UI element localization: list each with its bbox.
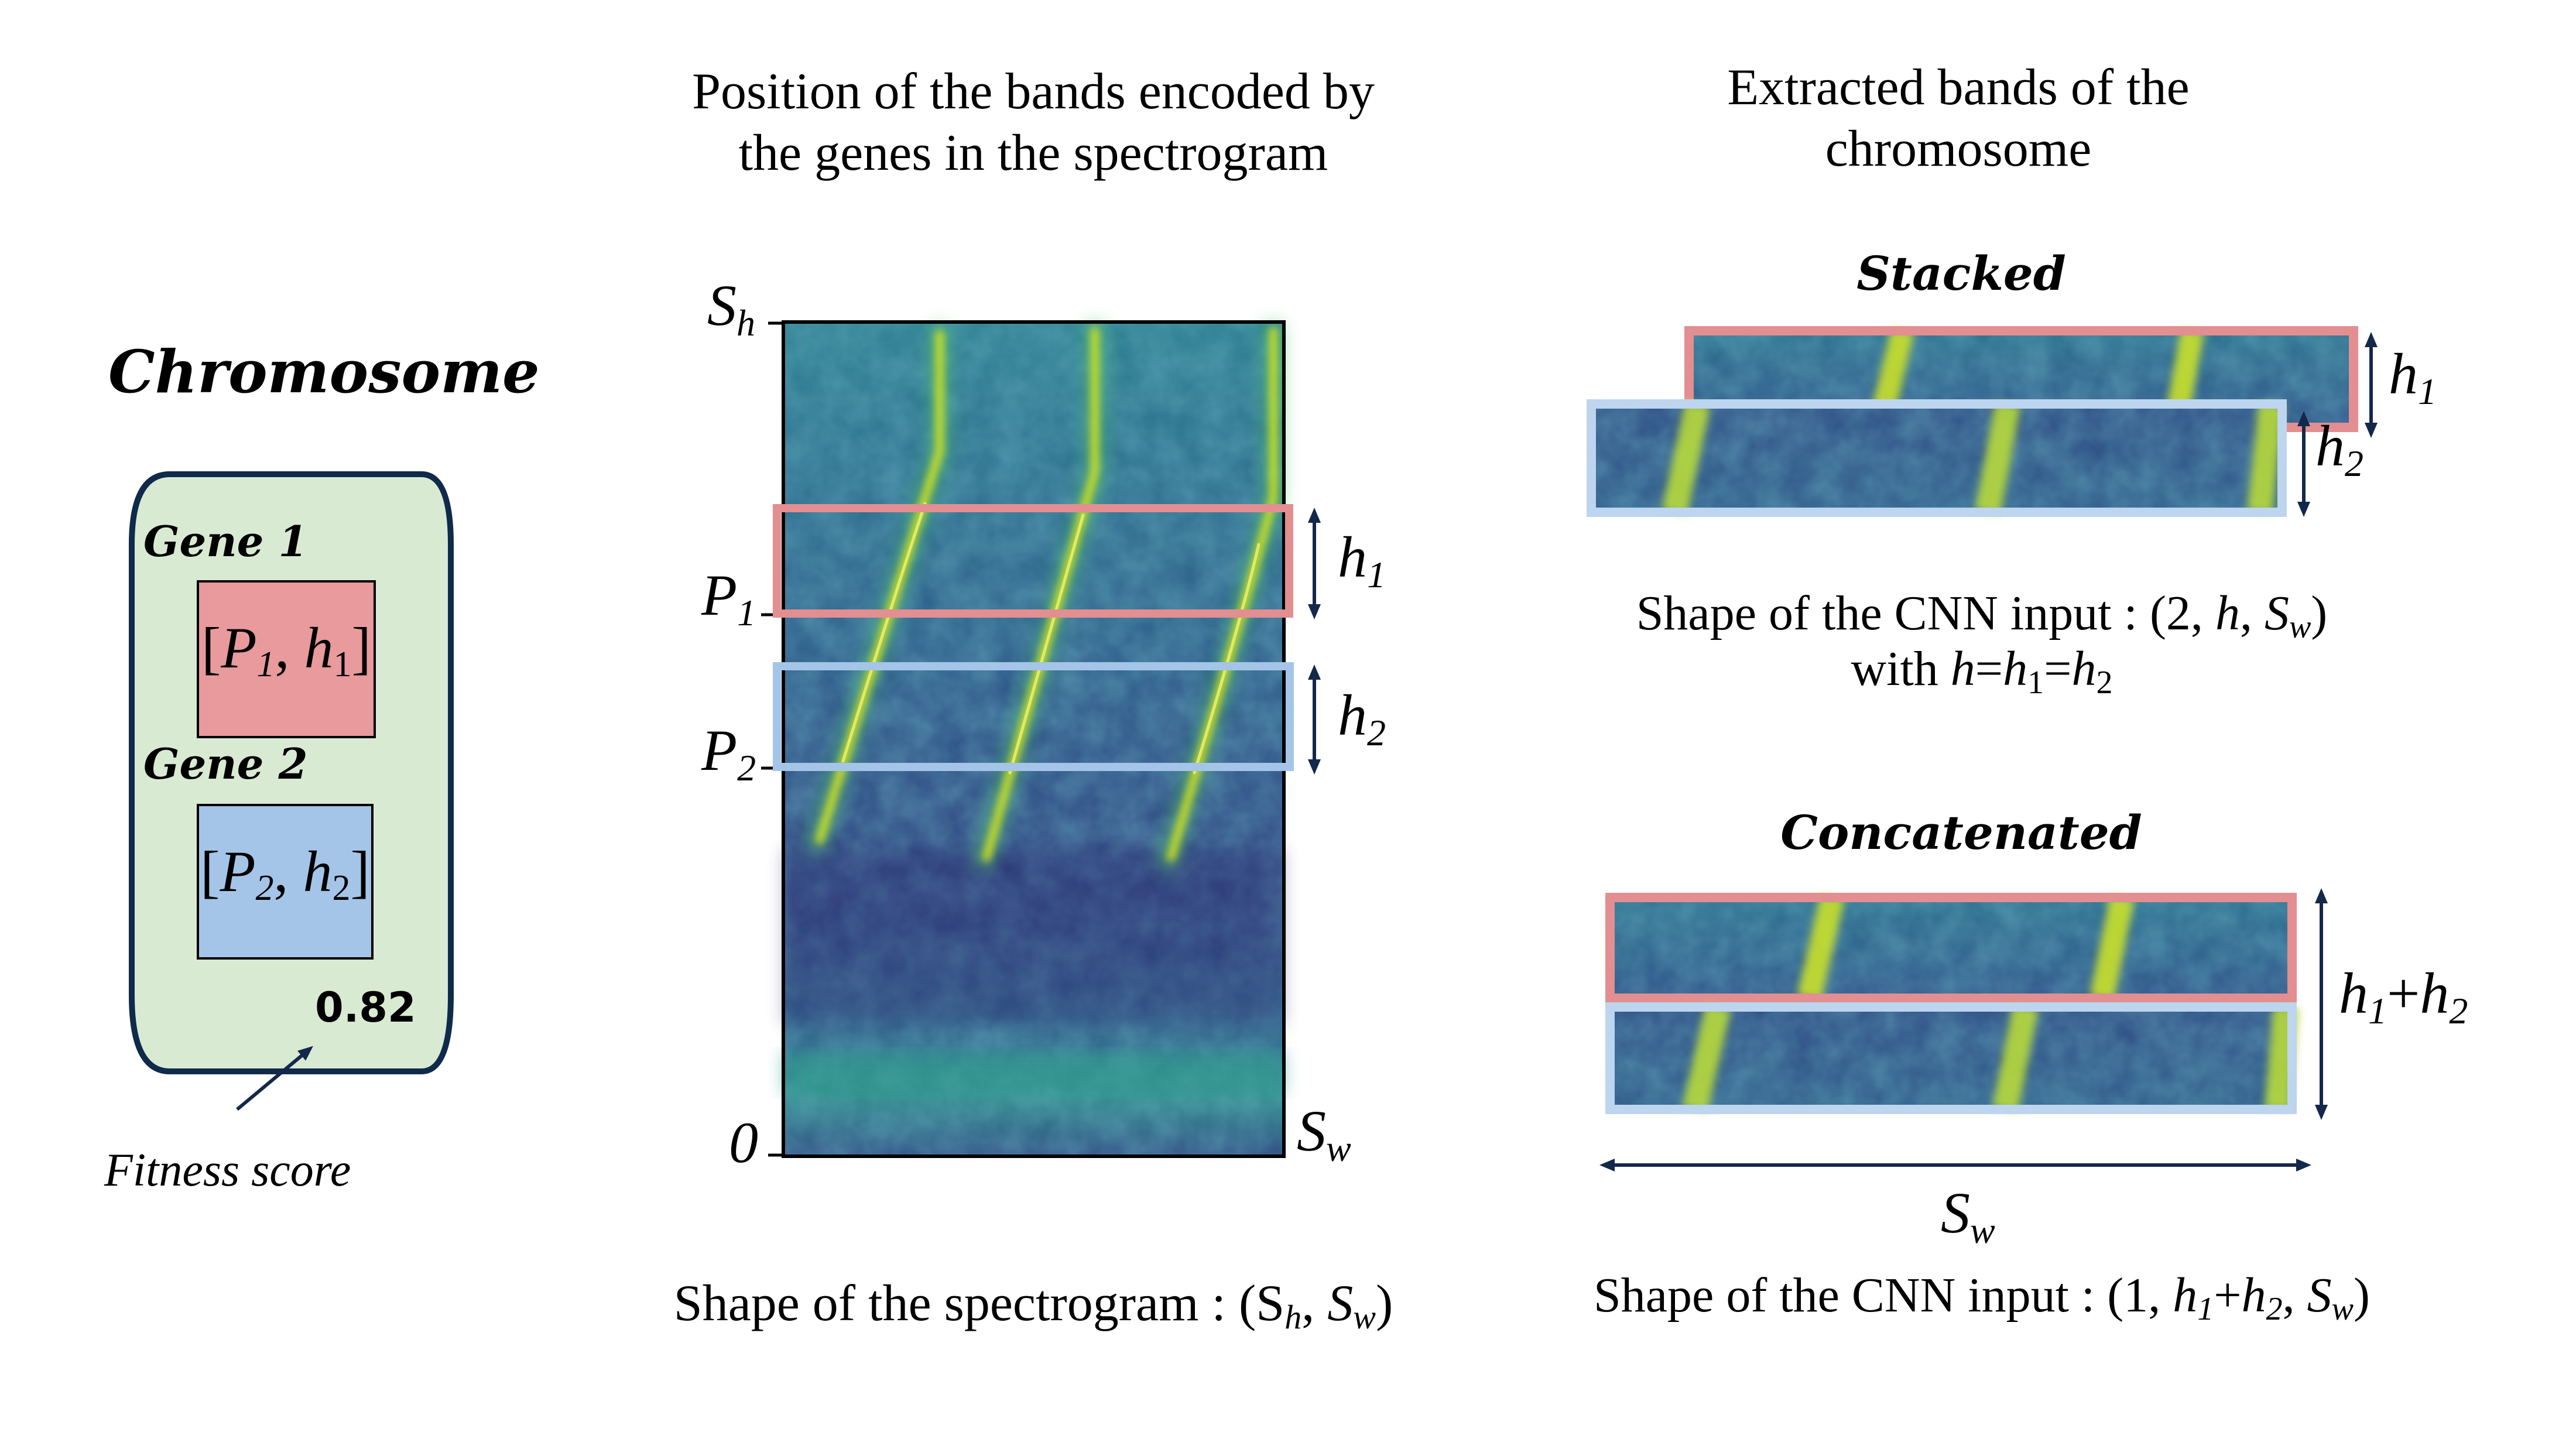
concat-width-label: Sw <box>1941 1180 1995 1251</box>
spectrogram-shape-caption: Shape of the spectrogram : (Sh, Sw) <box>674 1275 1393 1336</box>
stacked-h2-label: h2 <box>2315 413 2363 484</box>
axis-label-zero: 0 <box>729 1110 758 1175</box>
chromosome-title: Chromosome <box>108 337 540 406</box>
chromosome-panel: Chromosome Gene 1 [P1, h1] Gene 2 [P2, h… <box>104 337 540 1196</box>
band2-highlight <box>773 662 1294 771</box>
stacked-band2 <box>1587 399 2287 517</box>
stacked-label: Stacked <box>1856 246 2066 301</box>
concat-band2 <box>1605 1002 2299 1114</box>
extracted-panel: Extracted bands of the chromosome Stacke… <box>1587 59 2468 1327</box>
axis-label-p2: P2 <box>701 718 756 789</box>
gene2-box <box>197 804 374 960</box>
spectrogram-heading-line2: the genes in the spectrogram <box>739 125 1328 181</box>
concat-height-label: h1+h2 <box>2339 961 2468 1032</box>
extracted-heading: Extracted bands of the <box>1727 59 2189 116</box>
spectrogram-image <box>782 320 1286 1158</box>
stacked-with-caption: with h=h1=h2 <box>1851 642 2112 701</box>
stacked-shape-caption: Shape of the CNN input : (2, h, Sw) <box>1636 586 2328 645</box>
band1-highlight <box>773 504 1293 618</box>
concatenated-label: Concatenated <box>1780 805 2142 860</box>
gene1-value: [P1, h1] <box>201 615 371 684</box>
spectrogram-panel: Position of the bands encoded by the gen… <box>674 63 1393 1336</box>
concat-band1 <box>1605 893 2297 1003</box>
fitness-label: Fitness score <box>104 1145 351 1196</box>
spectrogram-heading: Position of the bands encoded by <box>692 63 1375 120</box>
band2-height-label: h2 <box>1338 683 1386 753</box>
gene2-label: Gene 2 <box>143 739 308 789</box>
stacked-h1-label: h1 <box>2389 341 2437 412</box>
axis-label-sh: Sh <box>707 273 755 344</box>
concat-shape-caption: Shape of the CNN input : (1, h1+h2, Sw) <box>1594 1268 2370 1327</box>
band1-height-label: h1 <box>1338 525 1386 595</box>
fitness-arrow <box>236 1046 313 1111</box>
extracted-heading-line2: chromosome <box>1825 121 2092 177</box>
axis-label-p1: P1 <box>701 563 756 633</box>
fitness-value: 0.82 <box>315 984 416 1032</box>
gene1-label: Gene 1 <box>143 516 308 566</box>
gene1-box <box>197 580 376 738</box>
gene2-value: [P2, h2] <box>200 839 370 908</box>
axis-label-sw: Sw <box>1297 1098 1351 1169</box>
